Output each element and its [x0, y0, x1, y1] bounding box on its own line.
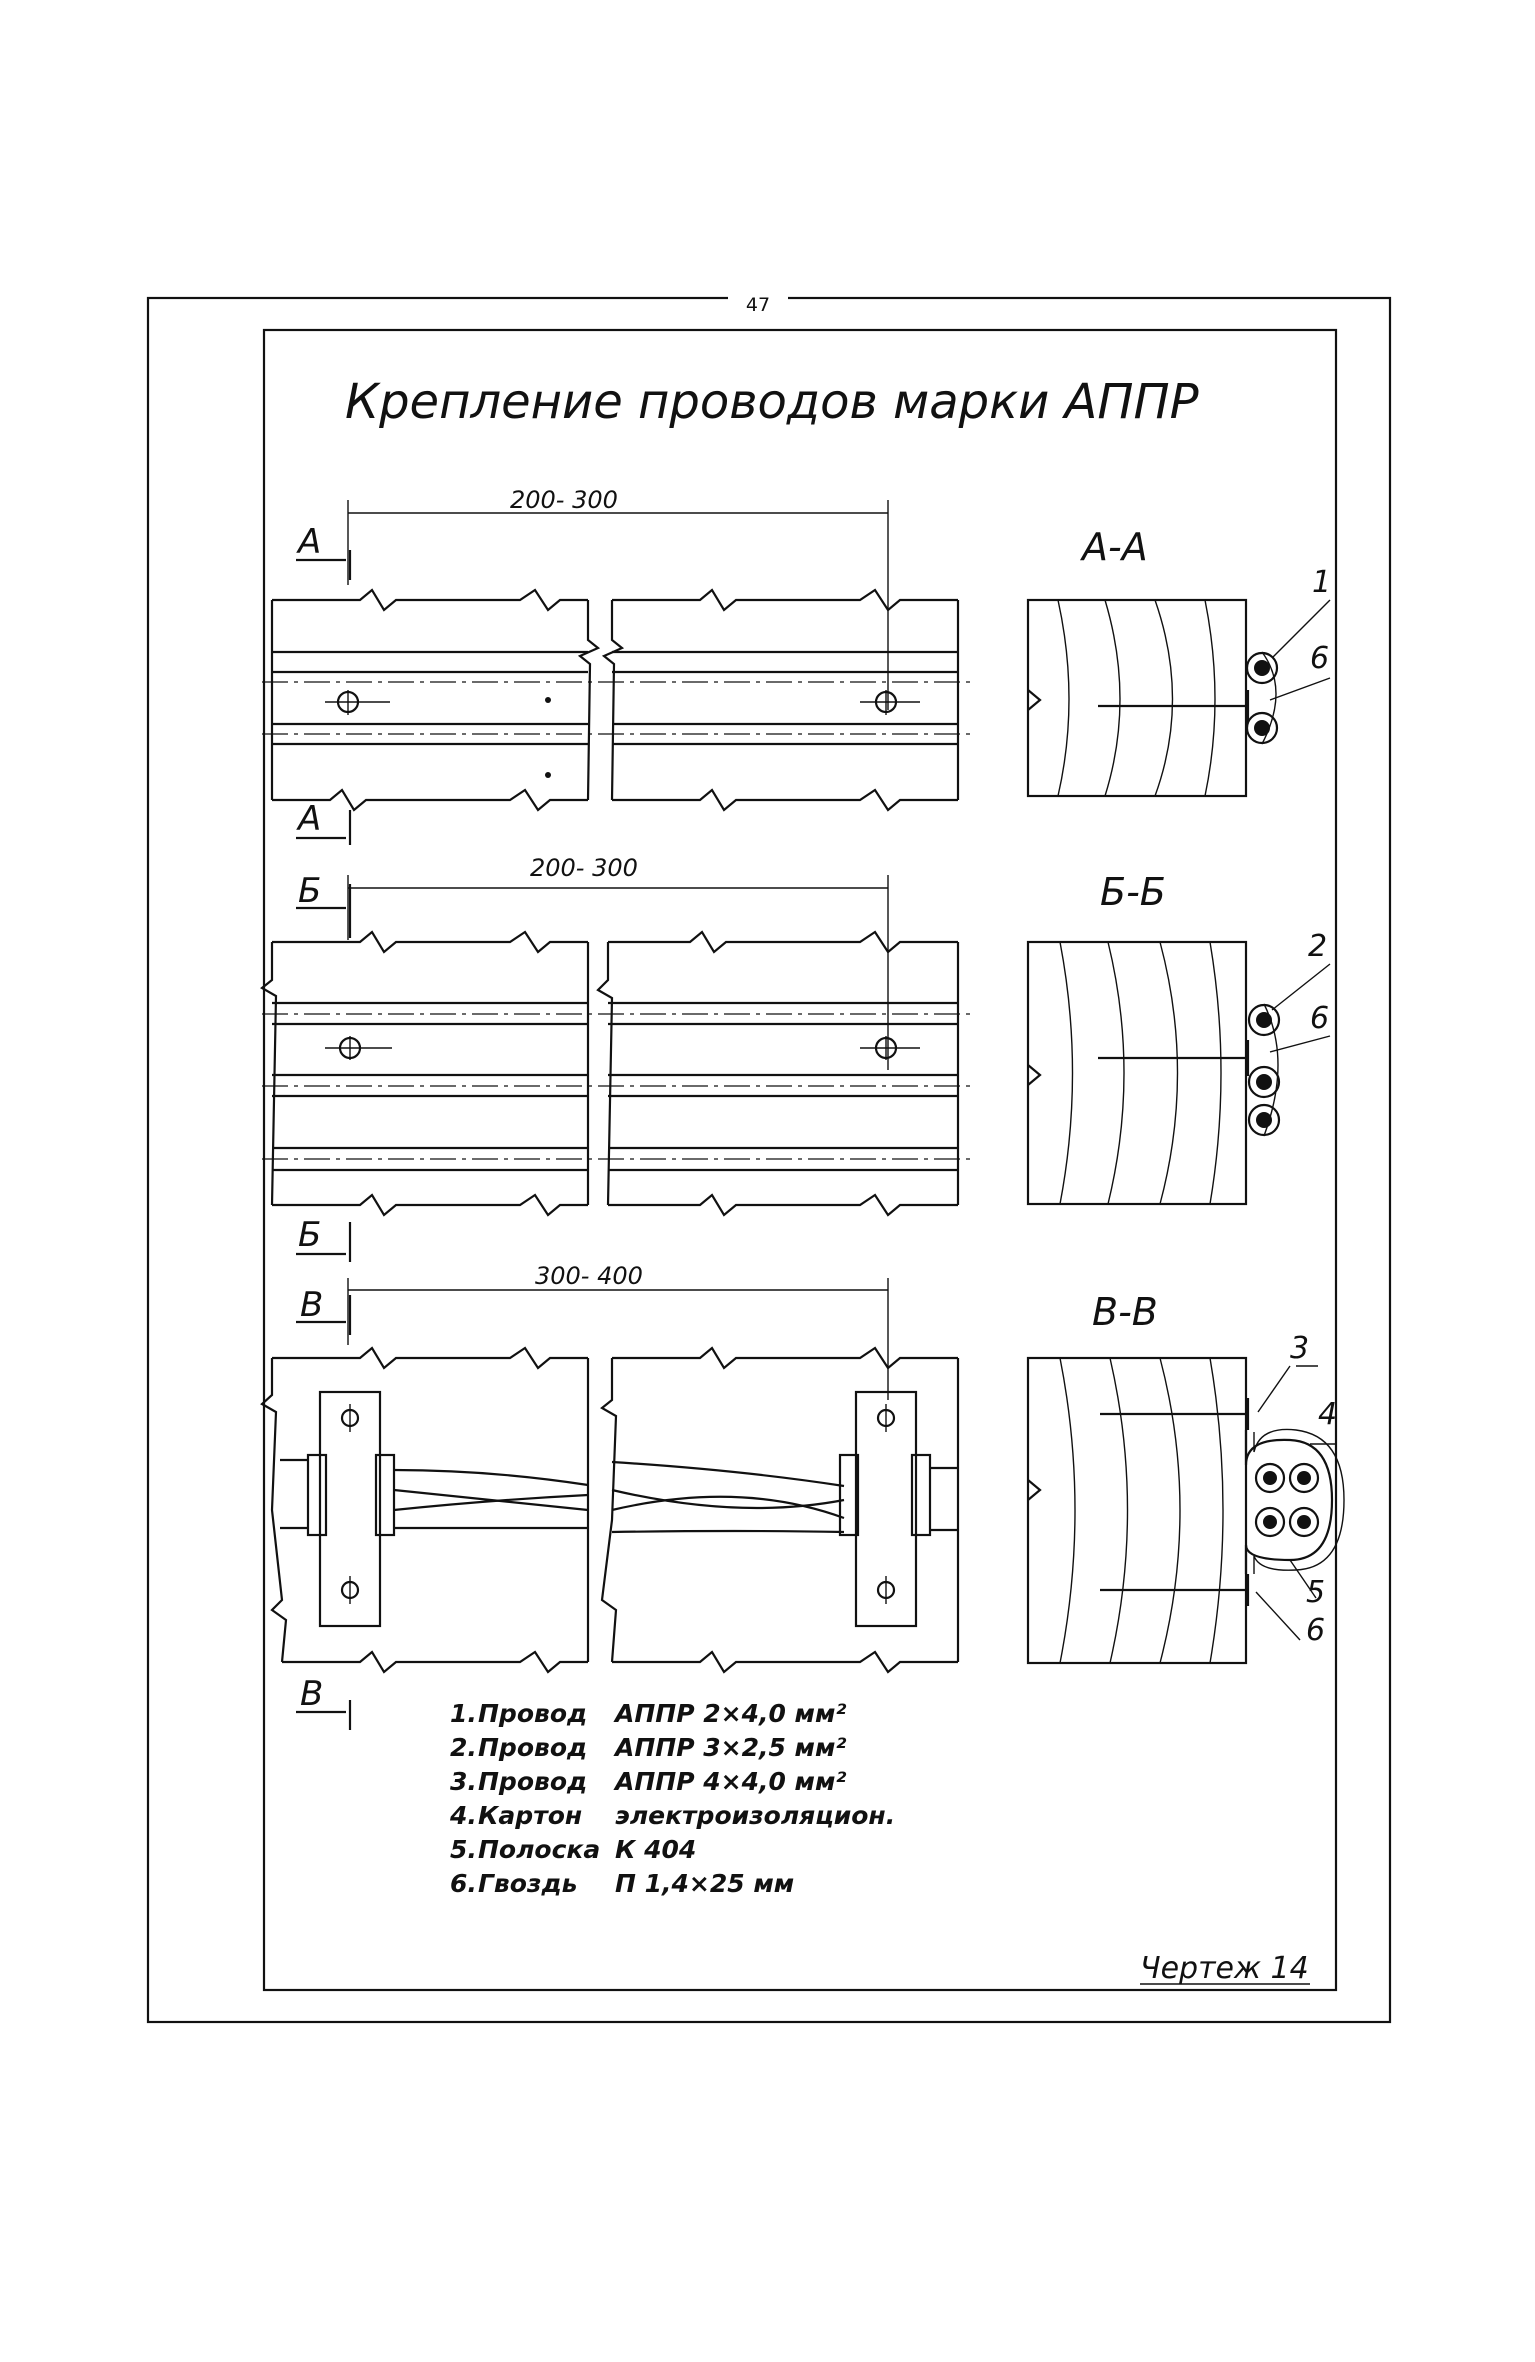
view-a: 200- 300 А А А-А [262, 486, 1331, 845]
section-title-v: В-В [1092, 1290, 1158, 1334]
leader-b-6: 6 [1310, 1001, 1329, 1036]
dimension-a: 200- 300 [510, 486, 618, 514]
legend-item-1-num: 1. [450, 1699, 477, 1728]
leader-v-5: 5 [1306, 1575, 1325, 1610]
legend-item-3-num: 3. [450, 1767, 477, 1796]
legend-item-4-spec: электроизоляцион. [615, 1801, 895, 1830]
legend-item-1-name: Провод [478, 1699, 587, 1728]
legend-item-5-name: Полоска [478, 1835, 600, 1864]
legend-item-3-spec: АППР 4×4,0 мм² [613, 1767, 846, 1796]
legend-item-1-spec: АППР 2×4,0 мм² [613, 1699, 846, 1728]
legend: 1. Провод АППР 2×4,0 мм² 2. Провод АППР … [449, 1699, 895, 1898]
page-title: Крепление проводов марки АППР [345, 374, 1199, 430]
dimension-v: 300- 400 [535, 1262, 643, 1290]
legend-item-2-name: Провод [478, 1733, 587, 1762]
inner-frame [262, 328, 1338, 1992]
leader-v-6: 6 [1306, 1613, 1325, 1648]
leader-v-3: 3 [1290, 1331, 1309, 1366]
section-title-b: Б-Б [1100, 870, 1166, 914]
legend-item-6-name: Гвоздь [478, 1869, 577, 1898]
legend-item-4-name: Картон [478, 1801, 582, 1830]
legend-item-2-spec: АППР 3×2,5 мм² [613, 1733, 846, 1762]
dimension-b: 200- 300 [530, 854, 638, 882]
view-b: 200- 300 Б Б [260, 854, 1331, 1262]
legend-item-6-num: 6. [450, 1869, 477, 1898]
legend-item-6-spec: П 1,4×25 мм [615, 1869, 794, 1898]
page-number: 47 [746, 294, 770, 316]
outer-frame [146, 296, 1392, 2024]
section-mark-b-top: Б [298, 871, 321, 911]
legend-item-5-spec: К 404 [615, 1835, 696, 1864]
leader-v-4: 4 [1318, 1397, 1337, 1432]
leader-a-6: 6 [1310, 641, 1329, 676]
section-mark-v-bottom: В [300, 1674, 323, 1714]
leader-b-2: 2 [1308, 929, 1327, 964]
leader-a-1: 1 [1312, 565, 1331, 600]
sheet-label: Чертеж 14 [1140, 1951, 1309, 1986]
view-v: 300- 400 В В [260, 1262, 1345, 1730]
legend-item-2-num: 2. [450, 1733, 477, 1762]
section-mark-v-top: В [300, 1285, 323, 1325]
section-mark-b-bottom: Б [298, 1215, 321, 1255]
legend-item-5-num: 5. [450, 1835, 477, 1864]
legend-item-4-num: 4. [449, 1801, 477, 1830]
section-mark-a-bottom: А [296, 799, 321, 839]
legend-item-3-name: Провод [478, 1767, 587, 1796]
section-mark-a-top: А [296, 522, 321, 562]
section-title-a: А-А [1079, 525, 1148, 569]
